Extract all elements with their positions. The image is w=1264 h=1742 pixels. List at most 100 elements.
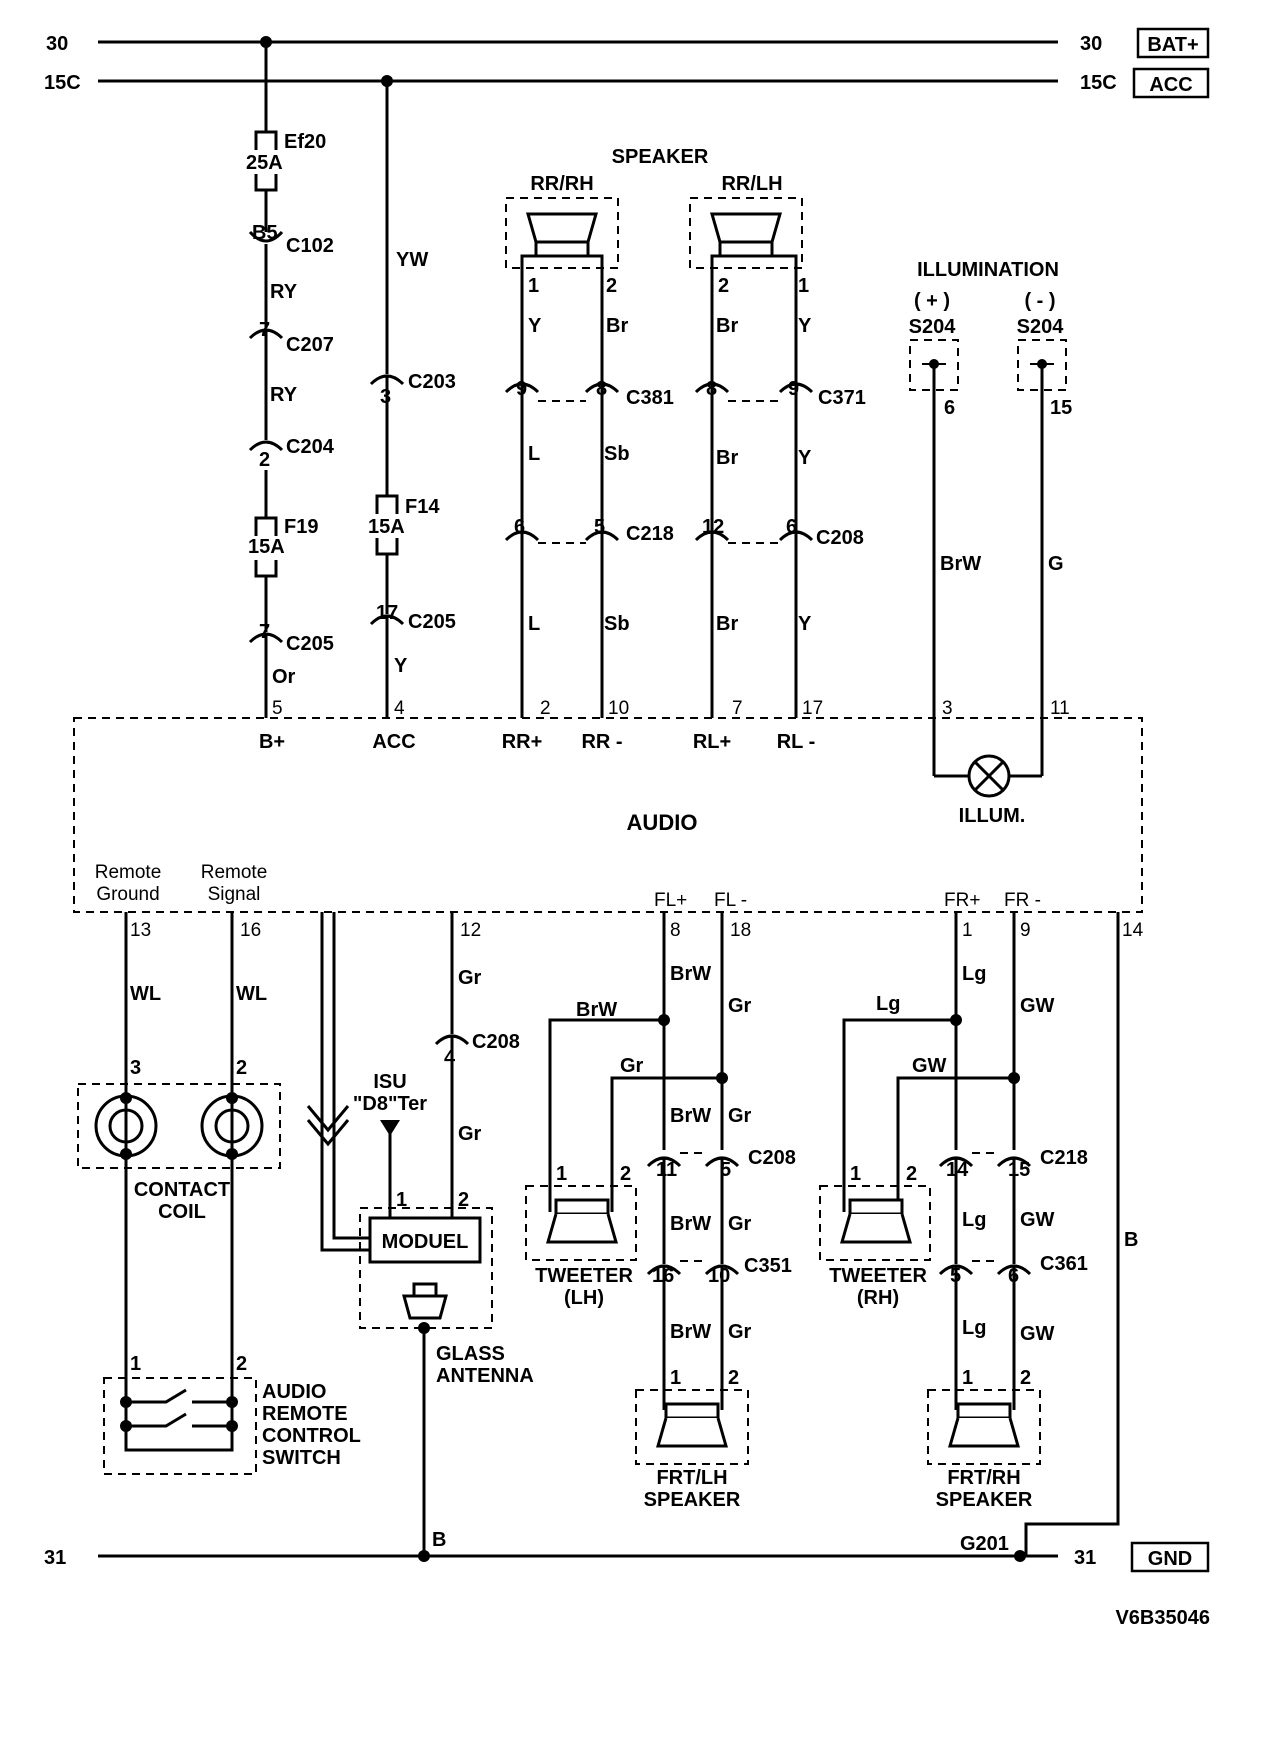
rrrh-wire2: Br [606, 315, 628, 337]
switch-pin1: 1 [130, 1353, 141, 1375]
acc-wire2: Y [394, 655, 408, 677]
fr-wire8: GW [1020, 1323, 1055, 1345]
ground-wire: B [1024, 912, 1138, 1556]
antenna-c208-label: C208 [472, 1031, 520, 1053]
fr-wire2: GW [1020, 995, 1055, 1017]
glass-antenna-icon [402, 1282, 448, 1320]
fr-spk-pin1: 1 [962, 1367, 973, 1389]
fl-spk-pin1: 1 [670, 1367, 681, 1389]
audio-pin-18: 18 [730, 920, 751, 941]
illum-minus: ( - ) [1024, 290, 1055, 312]
acc-circuit: YW 3 C203 F14 15A 17 C205 Y [368, 81, 456, 718]
fl-tw-pin2: 2 [620, 1163, 631, 1185]
rr-rh-label: RR/RH [530, 173, 593, 195]
ef20-rating: 25A [246, 152, 283, 174]
illum-plus: ( + ) [914, 290, 950, 312]
rrlh-pin1: 2 [718, 275, 729, 297]
contact-coil-icon [94, 1092, 264, 1160]
rail-gnd-right-label: 31 [1074, 1547, 1096, 1569]
rail-acc-right-label: 15C [1080, 72, 1117, 94]
illum-wire-a: BrW [940, 553, 981, 575]
c218-pin2: 5 [594, 516, 605, 538]
f19-rating: 15A [248, 536, 285, 558]
c205-label-a: C205 [408, 611, 456, 633]
fl-plus-label: FL+ [654, 890, 687, 911]
c203-label: C203 [408, 371, 456, 393]
fl-tw-pin1: 1 [556, 1163, 567, 1185]
fr-plus-label: FR+ [944, 890, 980, 911]
f14-rating: 15A [368, 516, 405, 538]
c208-pin2: 6 [786, 516, 797, 538]
fl-wire7: BrW [670, 1321, 711, 1343]
rail-bat-right-label: 30 [1080, 33, 1102, 55]
fr-c361-label: C361 [1040, 1253, 1088, 1275]
c102-pin: B5 [252, 222, 278, 244]
fl-c208-label: C208 [748, 1147, 796, 1169]
s204-b-pin: 15 [1050, 397, 1072, 419]
switch-label-line2: REMOTE [262, 1403, 348, 1425]
audio-pin-16: 16 [240, 920, 261, 941]
bplus-wire3: Or [272, 666, 296, 688]
illum-wire-b: G [1048, 553, 1064, 575]
ground-wire-label: B [1124, 1229, 1138, 1251]
fr-tweeter-icon [840, 1198, 912, 1244]
fl-wire6: Gr [728, 1213, 752, 1235]
audio-pin-14: 14 [1122, 920, 1144, 941]
bplus-circuit: Ef20 25A B5 C102 RY 7 C207 RY 2 C204 F19… [246, 42, 335, 718]
c371-pin2: 9 [788, 378, 799, 400]
fr-c218-label: C218 [1040, 1147, 1088, 1169]
audio-pin-acc: 4 [394, 698, 405, 719]
isu-line2: "D8"Ter [353, 1093, 427, 1115]
fr-wire6: GW [1020, 1209, 1055, 1231]
rail-gnd-left-label: 31 [44, 1547, 66, 1569]
audio-pin-rrminus: 10 [608, 698, 629, 719]
fl-wire1: BrW [670, 963, 711, 985]
isu-line1: ISU [373, 1071, 406, 1093]
rr-lh-label: RR/LH [721, 173, 782, 195]
speaker-title: SPEAKER [612, 146, 709, 168]
fr-speaker-line1: FRT/RH [947, 1467, 1020, 1489]
audio-name-rlminus: RL - [777, 731, 816, 753]
fr-tw-pin1: 1 [850, 1163, 861, 1185]
fr-wire1: Lg [962, 963, 986, 985]
switch-label-line4: SWITCH [262, 1447, 341, 1469]
fl-speaker-icon [656, 1402, 728, 1448]
fl-c351-label: C351 [744, 1255, 792, 1277]
rear-low-wire3: Br [716, 613, 738, 635]
fr-wire7: Lg [962, 1317, 986, 1339]
fr-spk-pin2: 2 [1020, 1367, 1031, 1389]
c208-label: C208 [816, 527, 864, 549]
antenna-circuit: Gr 4 C208 Gr ISU "D8"Ter 1 2 MODUEL GLAS… [306, 912, 534, 1556]
audio-pin-8: 8 [670, 920, 681, 941]
s204-b: S204 [1017, 316, 1065, 338]
c381-pin2: 8 [596, 378, 607, 400]
doc-id: V6B35046 [1115, 1607, 1210, 1629]
c205-label-b: C205 [286, 633, 334, 655]
rear-speakers: SPEAKER RR/RH RR/LH 1 2 2 1 Y Br Br Y 9 … [504, 146, 866, 718]
coil-pin2: 2 [236, 1057, 247, 1079]
fr-tweeter-line1: TWEETER [829, 1265, 927, 1287]
contact-coil-line1: CONTACT [134, 1179, 230, 1201]
fr-c218-pin2: 15 [1008, 1159, 1030, 1181]
s204-a-pin: 6 [944, 397, 955, 419]
c371-pin1: 8 [706, 378, 717, 400]
fl-tweeter-line2: (LH) [564, 1287, 604, 1309]
fl-minus-label: FL - [714, 890, 747, 911]
fl-c351-pin2: 10 [708, 1265, 730, 1287]
fl-wire2: Gr [728, 995, 752, 1017]
remote-ground-line1: Remote [95, 862, 162, 883]
module-label: MODUEL [382, 1231, 469, 1253]
glass-antenna-line1: GLASS [436, 1343, 505, 1365]
fr-speaker-line2: SPEAKER [936, 1489, 1033, 1511]
audio-name-bplus: B+ [259, 731, 285, 753]
fl-wire5: BrW [670, 1213, 711, 1235]
fr-minus-label: FR - [1004, 890, 1041, 911]
fl-wire4: Gr [728, 1105, 752, 1127]
remote-wire1: WL [130, 983, 161, 1005]
fl-wire3: BrW [670, 1105, 711, 1127]
audio-name-rrplus: RR+ [502, 731, 543, 753]
f14-label: F14 [405, 496, 440, 518]
audio-pin-rlplus: 7 [732, 698, 743, 719]
front-left: BrW Gr BrW Gr BrW Gr 1 2 TWEETER (LH) 11… [525, 912, 796, 1511]
remote-switch-icon [120, 1388, 238, 1452]
